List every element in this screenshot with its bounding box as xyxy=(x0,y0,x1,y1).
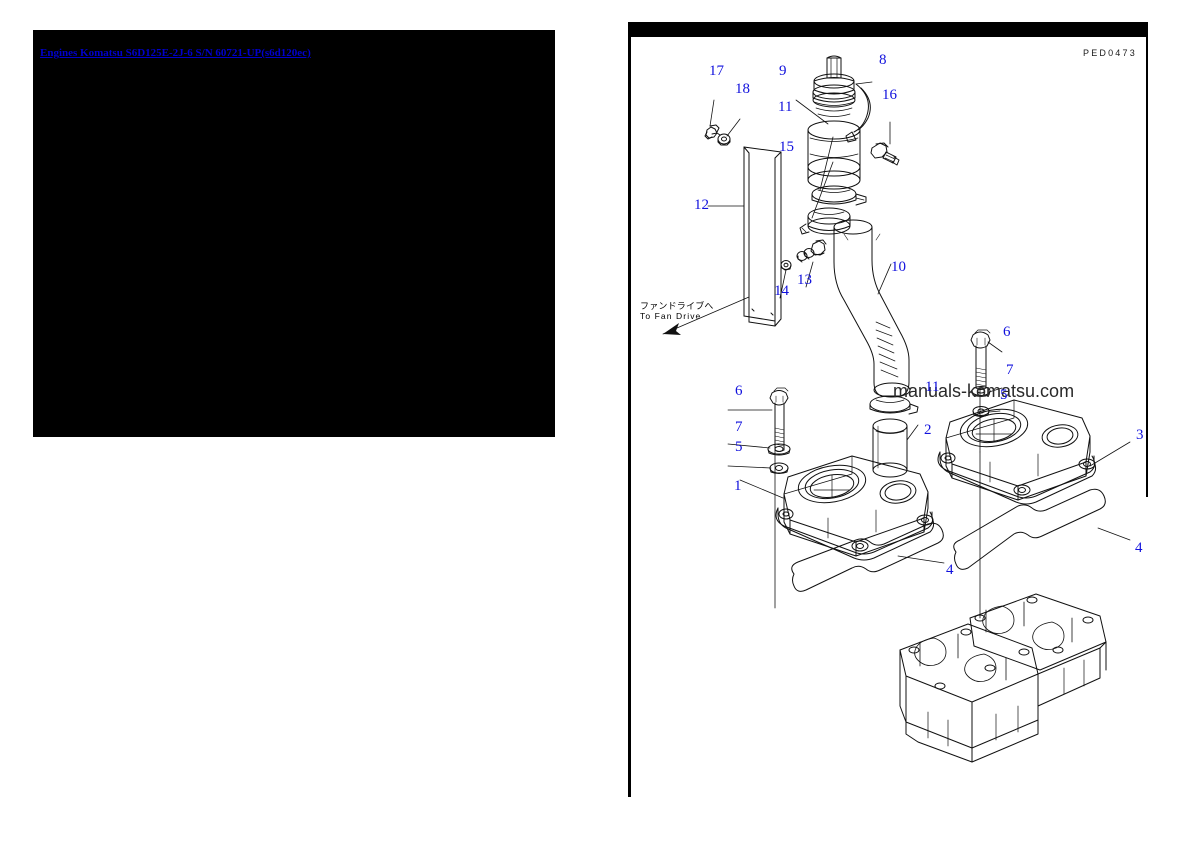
part-6-bolt-left xyxy=(769,387,789,513)
cylinder-head-block xyxy=(899,593,1107,763)
callout-14: 14 xyxy=(774,283,789,299)
frame-top-bar xyxy=(628,22,1148,37)
callout-9: 9 xyxy=(779,63,787,79)
part-13-nut xyxy=(796,239,827,263)
fan-drive-arrow xyxy=(662,296,750,335)
annotation-english: To Fan Drive xyxy=(640,311,702,322)
part-18-washer-eye xyxy=(717,133,731,146)
part-4-gasket-front xyxy=(791,522,944,592)
part-15-clamp-ring xyxy=(799,207,851,235)
part-2-breather-tube-sleeve xyxy=(872,418,908,478)
parts-drawing-panel xyxy=(628,22,1150,797)
callout-12: 12 xyxy=(694,197,709,213)
callout-5-right: 5 xyxy=(1000,387,1008,403)
frame-left-border xyxy=(628,22,631,797)
callout-13: 13 xyxy=(797,272,812,288)
part-7-washer-left xyxy=(767,443,791,456)
callout-15: 15 xyxy=(779,139,794,155)
part-8-oil-filler-cap xyxy=(812,55,871,143)
part-7-washer-right xyxy=(971,386,991,397)
callout-7-left: 7 xyxy=(735,419,743,435)
left-black-panel: Engines Komatsu S6D125E-2J-6 S/N 60721-U… xyxy=(33,30,555,437)
callout-1: 1 xyxy=(734,478,742,494)
engine-model-title-link[interactable]: Engines Komatsu S6D125E-2J-6 S/N 60721-U… xyxy=(40,47,311,59)
part-16-bolt-short xyxy=(870,142,900,166)
site-watermark: manuals-komatsu.com xyxy=(893,381,1075,401)
part-5-seal-washer-left xyxy=(769,462,789,474)
callout-4-right: 4 xyxy=(1135,540,1143,556)
callout-17: 17 xyxy=(709,63,724,79)
callout-8: 8 xyxy=(879,52,887,68)
frame-right-border xyxy=(1146,22,1148,497)
callout-5-left: 5 xyxy=(735,439,743,455)
part-11-hose-clamp-top xyxy=(811,185,867,206)
annotation-japanese: ファンドライブへ xyxy=(640,302,714,312)
part-10-breather-hose xyxy=(833,219,911,398)
callout-2: 2 xyxy=(924,422,932,438)
callout-3: 3 xyxy=(1136,427,1144,443)
exploded-parts-diagram xyxy=(662,55,1131,763)
part-11-hose-clamp-mid xyxy=(869,395,919,415)
part-12-bracket-plate xyxy=(743,146,782,327)
callout-16: 16 xyxy=(882,87,897,103)
drawing-code-label: PED0473 xyxy=(1083,48,1137,58)
part-17-bolt-eye xyxy=(704,124,721,140)
callout-11-mid: 11 xyxy=(925,379,940,395)
part-14-washer-small xyxy=(780,260,792,271)
part-3-cylinder-head-cover-rear xyxy=(937,399,1097,505)
part-9-filler-neck xyxy=(807,120,861,190)
callout-6-right: 6 xyxy=(1003,324,1011,340)
callout-11-top: 11 xyxy=(778,99,793,115)
callout-7-right: 7 xyxy=(1006,362,1014,378)
part-6-bolt-right xyxy=(970,329,991,453)
callout-18: 18 xyxy=(735,81,750,97)
part-1-cylinder-head-cover-front xyxy=(775,455,935,561)
callout-4-left: 4 xyxy=(946,562,954,578)
part-4-gasket-rear xyxy=(953,488,1106,570)
fan-drive-annotation: ファンドライブへ To Fan Drive xyxy=(640,302,714,322)
callout-6-left: 6 xyxy=(735,383,743,399)
callout-10: 10 xyxy=(891,259,906,275)
